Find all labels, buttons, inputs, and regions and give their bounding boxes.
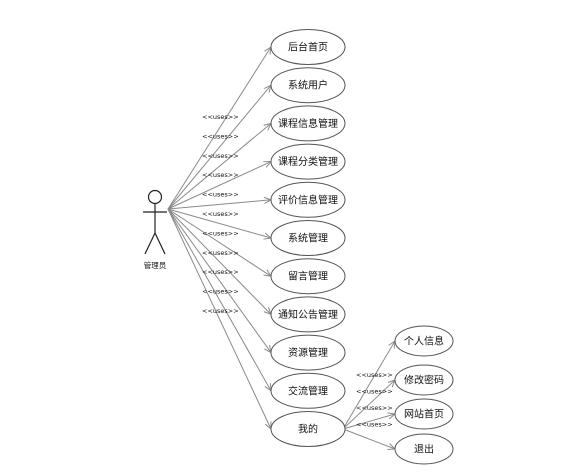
- use-case-2[interactable]: 课程信息管理: [270, 105, 346, 142]
- use-case-8[interactable]: 资源管理: [270, 334, 346, 371]
- association-line: [167, 208, 271, 429]
- sub-use-case-ellipse: [394, 364, 454, 396]
- use-case-0[interactable]: 后台首页: [270, 29, 346, 65]
- stereotype-label: <<uses>>: [202, 152, 239, 160]
- sub-stereotype-label: <<uses>>: [356, 371, 393, 379]
- use-case-4[interactable]: 评价信息管理: [270, 181, 346, 218]
- use-case-3[interactable]: 课程分类管理: [270, 143, 346, 180]
- association-line: [167, 162, 271, 210]
- use-case-label: 资源管理: [288, 346, 328, 359]
- sub-association-line: [342, 414, 395, 430]
- sub-association-line: [342, 380, 395, 430]
- use-case-label: 课程信息管理: [278, 117, 338, 130]
- use-case-label: 课程分类管理: [278, 155, 338, 168]
- sub-association-line: [342, 428, 395, 449]
- association-line: [167, 208, 271, 353]
- sub-use-case-1[interactable]: 修改密码: [394, 364, 454, 396]
- association-line: [167, 208, 271, 276]
- stereotype-label: <<uses>>: [202, 307, 239, 315]
- use-case-ellipse: [270, 334, 346, 371]
- actor-left-leg: [144, 232, 156, 255]
- use-case-label: 系统用户: [288, 79, 328, 92]
- association-line: [167, 47, 271, 210]
- association-line: [167, 208, 271, 238]
- stereotype-label: <<uses>>: [202, 288, 239, 296]
- associations: [167, 47, 395, 449]
- use-case-ellipse: [270, 143, 346, 180]
- use-case-10[interactable]: 我的: [270, 411, 346, 447]
- sub-use-case-3[interactable]: 退出: [394, 433, 454, 465]
- stereotype-label: <<uses>>: [202, 191, 239, 199]
- sub-use-case-0[interactable]: 个人信息: [394, 325, 454, 357]
- use-case-1[interactable]: 系统用户: [270, 67, 346, 104]
- use-case-ellipse: [270, 67, 346, 104]
- association-line: [167, 200, 271, 210]
- association-line: [167, 123, 271, 210]
- use-case-ellipse: [270, 220, 346, 256]
- association-line: [167, 85, 271, 210]
- sub-use-case-ellipse: [394, 433, 454, 465]
- actor-right-leg: [154, 232, 166, 255]
- actor-head: [147, 189, 163, 205]
- sub-use-case-label: 修改密码: [404, 374, 444, 387]
- sub-use-case-label: 网站首页: [404, 408, 444, 421]
- use-case-label: 留言管理: [288, 270, 328, 283]
- sub-use-case-label: 退出: [414, 443, 434, 456]
- use-case-label: 评价信息管理: [278, 193, 338, 206]
- use-case-ellipse: [270, 372, 346, 409]
- use-case-label: 系统管理: [288, 232, 328, 245]
- use-case-label: 后台首页: [288, 41, 328, 54]
- use-case-ellipse: [270, 296, 346, 333]
- sub-stereotype-label: <<uses>>: [356, 421, 393, 429]
- stereotype-label: <<uses>>: [202, 268, 239, 276]
- stereotype-label: <<uses>>: [202, 171, 239, 179]
- stereotype-label: <<uses>>: [202, 249, 239, 257]
- association-line: [167, 208, 271, 391]
- use-case-ellipse: [270, 29, 346, 65]
- stereotype-label: <<uses>>: [202, 229, 239, 237]
- use-case-6[interactable]: 留言管理: [270, 258, 346, 295]
- stereotype-labels: <<uses>> <<uses>> <<uses>> <<uses>> <<uses>>…: [202, 113, 393, 429]
- sub-use-case-ellipse: [394, 325, 454, 357]
- use-case-ellipse: [270, 258, 346, 295]
- use-case-9[interactable]: 交流管理: [270, 372, 346, 409]
- use-case-5[interactable]: 系统管理: [270, 220, 346, 256]
- use-cases: 后台首页系统用户课程信息管理课程分类管理评价信息管理系统管理留言管理通知公告管理…: [270, 29, 454, 465]
- use-case-ellipse: [270, 411, 346, 447]
- use-case-label: 我的: [298, 423, 318, 436]
- sub-use-case-ellipse: [394, 398, 454, 430]
- sub-stereotype-label: <<uses>>: [356, 404, 393, 412]
- use-case-ellipse: [270, 181, 346, 218]
- association-line: [167, 208, 271, 314]
- use-case-7[interactable]: 通知公告管理: [270, 296, 346, 333]
- stereotype-label: <<uses>>: [202, 113, 239, 121]
- use-case-label: 交流管理: [288, 384, 328, 397]
- sub-association-line: [342, 341, 395, 430]
- use-case-ellipse: [270, 105, 346, 142]
- actor-administrator: 管理员: [143, 189, 167, 270]
- sub-use-case-label: 个人信息: [404, 335, 444, 348]
- use-case-label: 通知公告管理: [278, 308, 338, 321]
- stereotype-label: <<uses>>: [202, 132, 239, 140]
- sub-use-case-2[interactable]: 网站首页: [394, 398, 454, 430]
- stereotype-label: <<uses>>: [202, 210, 239, 218]
- actor-label: 管理员: [144, 260, 167, 270]
- sub-stereotype-label: <<uses>>: [356, 388, 393, 396]
